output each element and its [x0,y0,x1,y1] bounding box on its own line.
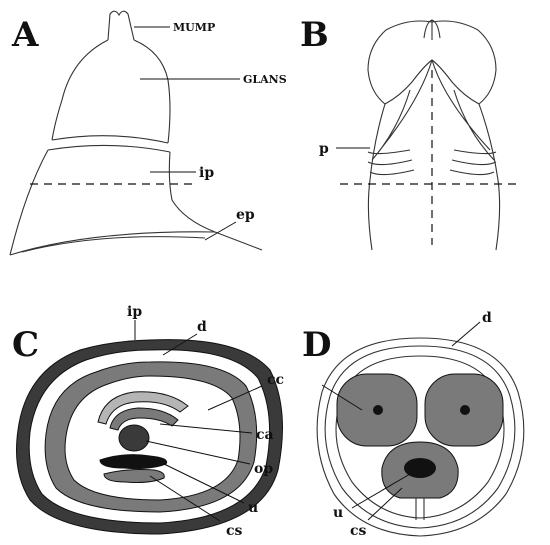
label-cs-d: cs [350,523,367,539]
u-leader-d [351,473,411,509]
label-ip-c: ip [127,304,142,320]
panel-c-letter: C [12,325,39,365]
d-leader-d [451,321,481,347]
os-penis [118,424,150,452]
corpus-arc-inner [109,407,179,431]
glans-shape [51,39,171,144]
label-u-c: u [248,500,258,516]
label-mump: MUMP [173,21,215,34]
cs-leader-c [149,475,221,522]
outer-ring-d [316,337,525,537]
corpus-arc-outer [97,391,189,425]
cc-leader-d [321,384,363,411]
central-artery-left [373,405,383,415]
label-ep: ep [236,207,255,223]
d-leader-c [162,333,198,356]
u-leader-c [159,461,245,504]
shaft-b [367,179,501,251]
panel-c: C ip d cc ca op u cs [12,304,284,539]
central-artery-right [460,405,470,415]
septum-d [415,498,425,520]
shaft-shape [9,149,216,256]
label-cc-c: cc [267,372,284,388]
cc-leader-c [207,385,263,411]
cs-leader-d [367,487,403,521]
external-prepuce-edge [9,231,263,256]
label-p: p [319,141,329,157]
label-u-d: u [333,505,343,521]
ep-leader [204,221,237,241]
label-glans: GLANS [243,73,287,86]
corpus-spongiosum [103,469,165,483]
urethra [99,454,168,469]
mump-shape [107,10,135,41]
label-d-c: d [197,319,207,335]
panel-b-letter: B [300,15,329,55]
label-cs-c: cs [226,523,243,539]
panel-b: B p [300,15,520,251]
panel-a-letter: A [11,15,39,55]
label-op: op [254,461,273,477]
panel-d-letter: D [302,325,331,365]
op-leader [145,440,251,465]
prepuce-folds [367,59,499,181]
panel-d: D d u cs [302,310,525,539]
label-ip-a: ip [199,165,214,181]
label-ca: ca [256,427,274,443]
collar-band [47,135,171,153]
urethra-d [404,458,436,478]
ca-leader [159,423,253,434]
inner-ring-d [324,345,516,529]
label-d-d: d [482,310,492,326]
meatus [423,19,441,40]
panel-a: A MUMP GLANS ip ep [9,10,287,256]
